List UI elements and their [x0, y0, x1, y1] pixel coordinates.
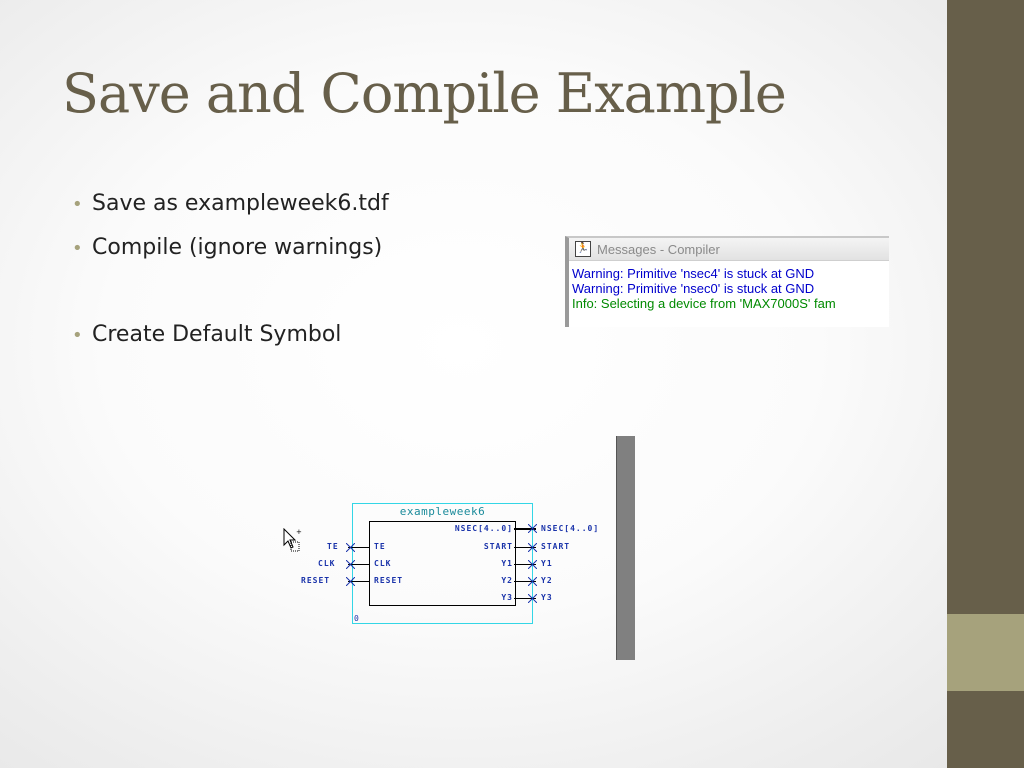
- pin-wire: [514, 581, 536, 582]
- bus-wire: [514, 528, 536, 530]
- output-label-start: START: [541, 542, 571, 551]
- pin-label-y2: Y2: [501, 576, 513, 585]
- pin-wire: [514, 547, 536, 548]
- message-line[interactable]: Info: Selecting a device from 'MAX7000S'…: [572, 296, 836, 311]
- bullet-dot-icon: •: [72, 238, 83, 259]
- output-label-nsec: NSEC[4..0]: [541, 524, 600, 533]
- pin-wire: [348, 581, 369, 582]
- editor-scrollbar[interactable]: [616, 436, 635, 660]
- pin-wire: [348, 547, 369, 548]
- bullet-dot-icon: •: [72, 325, 83, 346]
- pin-label-nsec: NSEC[4..0]: [454, 524, 513, 533]
- pin-x-icon: [528, 543, 537, 552]
- output-label-y2: Y2: [541, 576, 553, 585]
- message-line[interactable]: Warning: Primitive 'nsec0' is stuck at G…: [572, 281, 815, 296]
- pin-label-reset: RESET: [374, 576, 404, 585]
- symbol-selection-outline[interactable]: [352, 503, 533, 624]
- cursor-icon: +: [283, 528, 302, 552]
- slide-title: Save and Compile Example: [62, 62, 787, 125]
- pin-label-clk: CLK: [374, 559, 392, 568]
- pin-wire: [514, 564, 536, 565]
- message-line[interactable]: Warning: Primitive 'nsec4' is stuck at G…: [572, 266, 815, 281]
- bullet-list: • Save as exampleweek6.tdf • Compile (igno…: [72, 186, 389, 361]
- sidebar-accent-band: [947, 614, 1024, 691]
- pin-x-icon: [528, 524, 537, 533]
- pin-label-te: TE: [374, 542, 386, 551]
- pin-wire: [348, 564, 369, 565]
- bullet-dot-icon: •: [72, 194, 83, 215]
- pin-x-icon: [528, 560, 537, 569]
- input-label-te: TE: [327, 542, 339, 551]
- pin-label-start: START: [483, 542, 513, 551]
- input-label-clk: CLK: [318, 559, 336, 568]
- input-label-reset: RESET: [301, 576, 331, 585]
- pin-x-icon: [528, 577, 537, 586]
- bullet-item: • Create Default Symbol: [72, 317, 389, 361]
- pin-x-icon: [346, 543, 355, 552]
- window-title: Messages - Compiler: [597, 241, 720, 257]
- bullet-text: Compile (ignore warnings): [92, 235, 383, 260]
- output-label-y1: Y1: [541, 559, 553, 568]
- pin-x-icon: [346, 577, 355, 586]
- symbol-name: exampleweek6: [399, 505, 486, 518]
- output-label-y3: Y3: [541, 593, 553, 602]
- pin-x-icon: [528, 594, 537, 603]
- pin-x-icon: [346, 560, 355, 569]
- svg-text:+: +: [296, 528, 302, 536]
- pin-wire: [514, 598, 536, 599]
- symbol-corner-label: 0: [354, 614, 359, 623]
- pin-label-y3: Y3: [501, 593, 513, 602]
- pin-label-y1: Y1: [501, 559, 513, 568]
- bullet-item: • Compile (ignore warnings): [72, 230, 389, 274]
- messages-list: Warning: Primitive 'nsec4' is stuck at G…: [569, 261, 889, 311]
- symbol-body[interactable]: [369, 521, 516, 606]
- window-title-bar[interactable]: 🏃 Messages - Compiler: [569, 238, 889, 261]
- bullet-text: Save as exampleweek6.tdf: [92, 191, 389, 216]
- runner-icon: 🏃: [575, 241, 591, 257]
- bullet-item: • Save as exampleweek6.tdf: [72, 186, 389, 230]
- messages-compiler-window: 🏃 Messages - Compiler Warning: Primitive…: [565, 236, 889, 327]
- bullet-text: Create Default Symbol: [92, 322, 342, 347]
